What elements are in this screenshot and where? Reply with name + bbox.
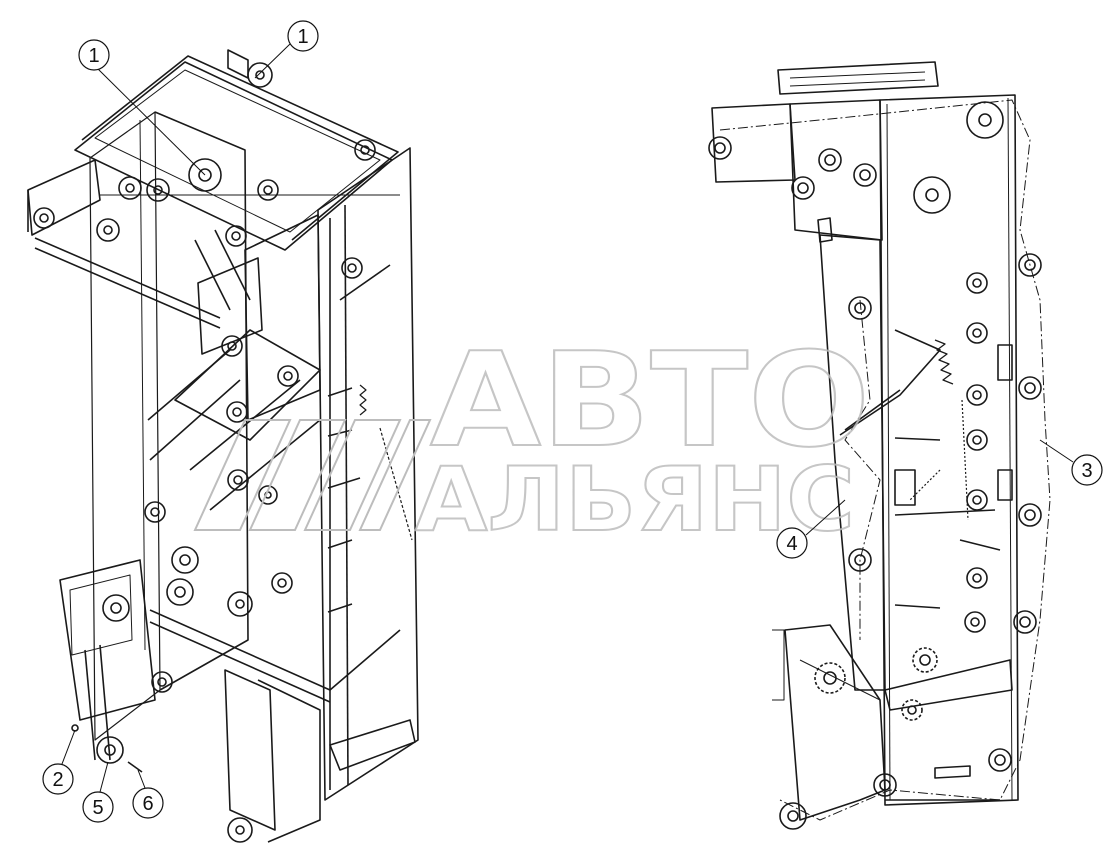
watermark: АВТО АЛЬЯНС bbox=[193, 323, 871, 552]
callout-2-label: 2 bbox=[52, 769, 63, 791]
callout-3-label: 3 bbox=[1081, 460, 1092, 482]
callout-4-label: 4 bbox=[786, 533, 797, 555]
callout-1-right: 1 bbox=[254, 20, 319, 79]
right-frame-elevation bbox=[708, 61, 1051, 830]
callout-5: 5 bbox=[82, 761, 114, 823]
callout-6: 6 bbox=[132, 769, 164, 819]
callout-5-label: 5 bbox=[92, 797, 103, 819]
callout-6-label: 6 bbox=[142, 793, 153, 815]
callout-1-left-label: 1 bbox=[88, 45, 99, 67]
watermark-line1: АВТО bbox=[430, 324, 870, 476]
callout-1-left: 1 bbox=[78, 39, 206, 176]
callout-2: 2 bbox=[42, 729, 76, 795]
callout-4: 4 bbox=[776, 499, 846, 559]
left-frame-assembly bbox=[27, 49, 419, 843]
callout-3: 3 bbox=[1039, 439, 1103, 486]
callout-1-right-label: 1 bbox=[297, 26, 308, 48]
callouts: 1 1 2 5 6 4 bbox=[42, 20, 1103, 823]
